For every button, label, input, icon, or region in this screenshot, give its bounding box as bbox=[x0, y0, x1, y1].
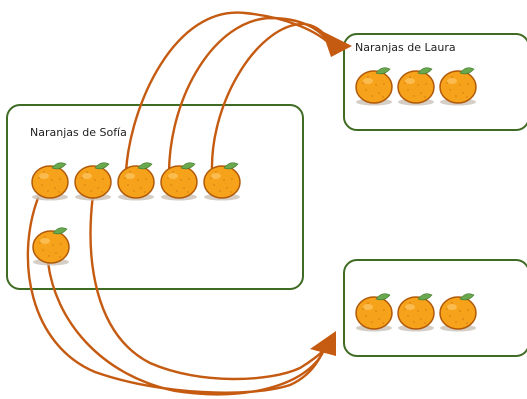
laura-orange-1 bbox=[355, 67, 393, 106]
third-box-orange-2 bbox=[397, 293, 435, 332]
arrow-bottom-orange-to-third bbox=[46, 260, 326, 396]
sofia-box-label: Naranjas de Sofía bbox=[30, 126, 127, 139]
arrow-orange-2-to-laura bbox=[167, 16, 332, 174]
sofia-orange-2 bbox=[74, 162, 112, 201]
laura-box-label: Naranjas de Laura bbox=[355, 41, 456, 54]
arrow-orange-1-to-laura bbox=[124, 11, 332, 174]
oranges-layer bbox=[31, 67, 477, 332]
arrowhead-laura bbox=[322, 31, 352, 57]
laura-orange-2 bbox=[397, 67, 435, 106]
laura-orange-3 bbox=[439, 67, 477, 106]
sofia-orange-6 bbox=[32, 227, 70, 266]
arrowhead-third bbox=[310, 331, 336, 356]
sofia-orange-3 bbox=[117, 162, 155, 201]
arrows-layer bbox=[26, 11, 352, 396]
sofia-orange-5 bbox=[203, 162, 241, 201]
arrow-orange-2-to-third bbox=[89, 193, 326, 381]
third-box-orange-3 bbox=[439, 293, 477, 332]
arrow-sofia-left-to-third bbox=[26, 196, 326, 394]
sofia-orange-4 bbox=[160, 162, 198, 201]
sofia-orange-1 bbox=[31, 162, 69, 201]
third-box-orange-1 bbox=[355, 293, 393, 332]
arrow-orange-3-to-laura bbox=[210, 22, 332, 174]
